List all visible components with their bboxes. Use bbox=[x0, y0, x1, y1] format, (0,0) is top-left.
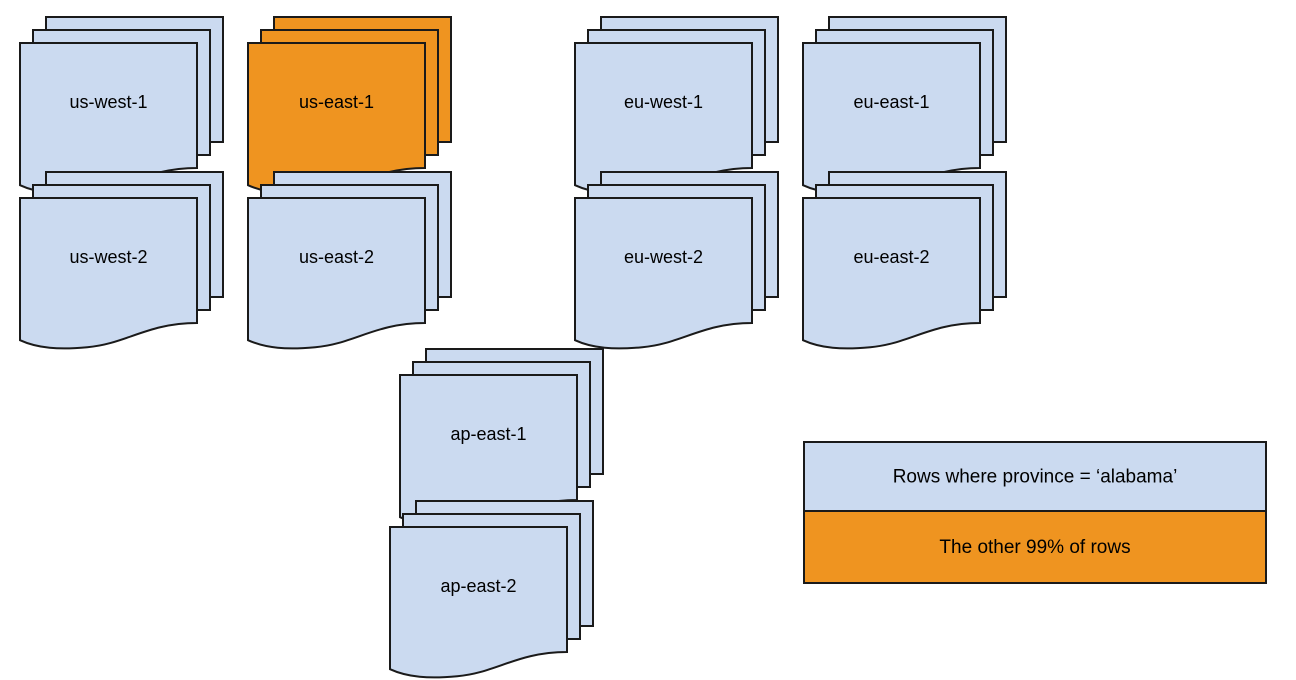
document-stack-us-east-1[interactable]: us-east-1 bbox=[247, 16, 452, 195]
document-stack-us-west-1[interactable]: us-west-1 bbox=[19, 16, 224, 195]
document-stack-us-east-2[interactable]: us-east-2 bbox=[247, 171, 452, 350]
stack-label-us-east-2: us-east-2 bbox=[299, 247, 374, 267]
stack-label-us-east-1: us-east-1 bbox=[299, 92, 374, 112]
stack-label-ap-east-2: ap-east-2 bbox=[440, 576, 516, 596]
stack-label-eu-west-2: eu-west-2 bbox=[624, 247, 703, 267]
document-stack-eu-east-2[interactable]: eu-east-2 bbox=[802, 171, 1007, 350]
stack-label-eu-east-2: eu-east-2 bbox=[853, 247, 929, 267]
document-stack-eu-east-1[interactable]: eu-east-1 bbox=[802, 16, 1007, 195]
stack-front-sheet bbox=[247, 197, 426, 350]
document-stack-eu-west-1[interactable]: eu-west-1 bbox=[574, 16, 779, 195]
legend-group: Rows where province = ‘alabama’ The other… bbox=[803, 441, 1267, 584]
stack-front-sheet bbox=[802, 42, 981, 195]
stack-label-eu-west-1: eu-west-1 bbox=[624, 92, 703, 112]
stack-front-sheet bbox=[19, 42, 198, 195]
stack-front-sheet bbox=[247, 42, 426, 195]
document-stack-us-west-2[interactable]: us-west-2 bbox=[19, 171, 224, 350]
stack-front-sheet bbox=[574, 197, 753, 350]
stack-label-ap-east-1: ap-east-1 bbox=[450, 424, 526, 444]
document-stack-ap-east-2[interactable]: ap-east-2 bbox=[389, 500, 594, 679]
document-stack-ap-east-1[interactable]: ap-east-1 bbox=[399, 348, 604, 527]
legend-label-blue-row: Rows where province = ‘alabama’ bbox=[893, 467, 1178, 488]
stack-front-sheet bbox=[802, 197, 981, 350]
stack-label-us-west-2: us-west-2 bbox=[69, 247, 147, 267]
stack-front-sheet bbox=[389, 526, 568, 679]
legend-swatch-orange-row bbox=[803, 510, 1267, 584]
stack-label-eu-east-1: eu-east-1 bbox=[853, 92, 929, 112]
legend-swatch-blue-row bbox=[803, 441, 1267, 512]
stack-label-us-west-1: us-west-1 bbox=[69, 92, 147, 112]
stack-front-sheet bbox=[574, 42, 753, 195]
document-stacks-group: us-west-1 us-east-1 eu-west-1 eu-east-1 us-w… bbox=[19, 16, 1007, 679]
document-stack-eu-west-2[interactable]: eu-west-2 bbox=[574, 171, 779, 350]
legend-label-orange-row: The other 99% of rows bbox=[939, 537, 1130, 558]
stack-front-sheet bbox=[19, 197, 198, 350]
